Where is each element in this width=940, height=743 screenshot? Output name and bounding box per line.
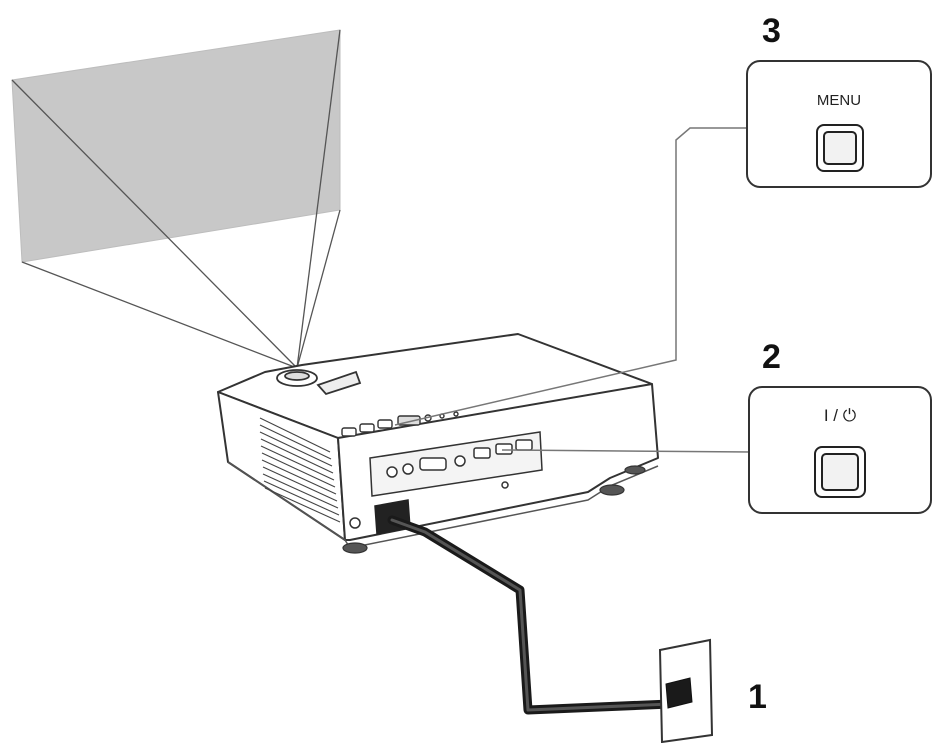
menu-label: MENU bbox=[816, 92, 862, 109]
menu-button-face bbox=[823, 131, 857, 165]
step-number-2: 2 bbox=[762, 338, 781, 376]
step-number-3: 3 bbox=[762, 12, 781, 50]
wall-outlet bbox=[658, 638, 714, 743]
power-callout: I / ⏻ bbox=[748, 386, 932, 514]
vent-grille bbox=[259, 417, 341, 523]
power-label: I / ⏻ bbox=[823, 406, 857, 425]
power-button[interactable] bbox=[814, 446, 866, 498]
projector-feet bbox=[342, 465, 646, 554]
power-button-face bbox=[821, 453, 859, 491]
connector-panel bbox=[349, 431, 543, 529]
step-number-1: 1 bbox=[748, 678, 767, 716]
projection-screen bbox=[11, 29, 341, 263]
projector-lens bbox=[276, 369, 362, 396]
projection-rays bbox=[11, 29, 341, 369]
leader-lines bbox=[394, 127, 753, 453]
projector-body bbox=[217, 333, 659, 549]
menu-callout: MENU bbox=[746, 60, 932, 188]
power-cable bbox=[387, 515, 685, 715]
menu-button[interactable] bbox=[816, 124, 864, 172]
